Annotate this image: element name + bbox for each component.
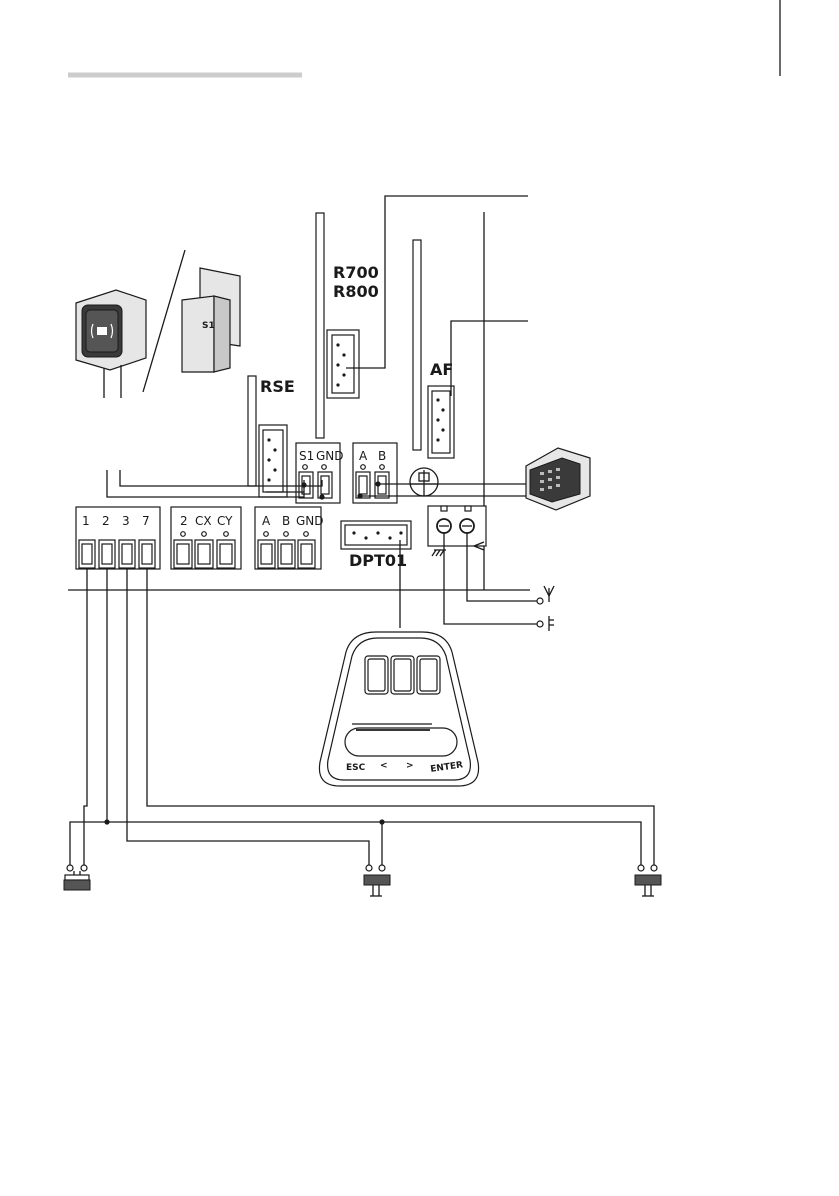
af-slot-bar bbox=[413, 240, 421, 450]
rse-label: RSE bbox=[260, 377, 295, 396]
wire-node bbox=[375, 481, 380, 486]
display-window bbox=[345, 728, 457, 756]
af-label: AF bbox=[430, 360, 453, 379]
wire-node bbox=[379, 819, 384, 824]
wire-node bbox=[319, 494, 324, 499]
push-button-left bbox=[64, 865, 90, 890]
proximity-reader bbox=[76, 290, 146, 398]
dpt01-label: DPT01 bbox=[349, 551, 407, 570]
terminal-s1-label: S1 bbox=[299, 449, 314, 463]
r700-slot-bar bbox=[316, 213, 324, 438]
a-b-gnd-terminal-block: A B GND bbox=[255, 507, 324, 569]
terminal-b2-label: B bbox=[282, 514, 290, 528]
wire-node bbox=[301, 482, 306, 487]
transponder-module: S1 bbox=[182, 268, 240, 372]
terminal-cy-label: CY bbox=[217, 514, 233, 528]
earth-terminal-dot bbox=[537, 621, 543, 627]
terminal-cx-label: CX bbox=[195, 514, 212, 528]
terminal-1-label: 1 bbox=[82, 514, 90, 528]
divider-slash bbox=[143, 250, 185, 392]
terminal-a-label: A bbox=[359, 449, 368, 463]
terminal-7-label: 7 bbox=[142, 514, 150, 528]
rse-slot-bar bbox=[248, 376, 256, 486]
common-bus-wire bbox=[70, 822, 641, 865]
wire-terminal-1 bbox=[84, 568, 87, 865]
antenna-icon bbox=[544, 586, 554, 602]
key-right-label: > bbox=[406, 761, 414, 771]
terminal-2b-label: 2 bbox=[180, 514, 188, 528]
s1-gnd-terminal-block: S1 GND bbox=[296, 443, 344, 503]
r700-label: R700 bbox=[333, 263, 379, 282]
push-button-right bbox=[635, 865, 661, 896]
wire-node bbox=[104, 819, 109, 824]
r700-connector bbox=[327, 330, 359, 398]
terminal-2-label: 2 bbox=[102, 514, 110, 528]
programming-keypad: ESC < > ENTER bbox=[319, 632, 478, 786]
main-terminal-block: 1 2 3 7 bbox=[76, 507, 160, 569]
wire-node bbox=[357, 493, 362, 498]
af-connector bbox=[428, 386, 454, 458]
terminal-3-label: 3 bbox=[122, 514, 130, 528]
cx-cy-terminal-block: 2 CX CY bbox=[171, 507, 241, 569]
terminal-b-label: B bbox=[378, 449, 386, 463]
antenna-terminal-dot bbox=[537, 598, 543, 604]
r800-label: R800 bbox=[333, 282, 379, 301]
terminal-gnd2-label: GND bbox=[296, 514, 324, 528]
terminal-a2-label: A bbox=[262, 514, 271, 528]
earth-ground-icon bbox=[549, 616, 554, 631]
terminal-gnd-label: GND bbox=[316, 449, 344, 463]
reset-icon bbox=[410, 468, 438, 496]
earth-wire bbox=[444, 533, 537, 624]
push-button-center bbox=[364, 865, 390, 896]
key-esc-label: ESC bbox=[346, 763, 366, 773]
key-left-label: < bbox=[380, 761, 388, 771]
s1-module-label: S1 bbox=[202, 321, 215, 331]
reader-wire-2 bbox=[120, 470, 322, 486]
antenna-terminal-block bbox=[428, 506, 486, 556]
keypad-device bbox=[526, 448, 590, 510]
af-lead-wire bbox=[451, 321, 528, 396]
